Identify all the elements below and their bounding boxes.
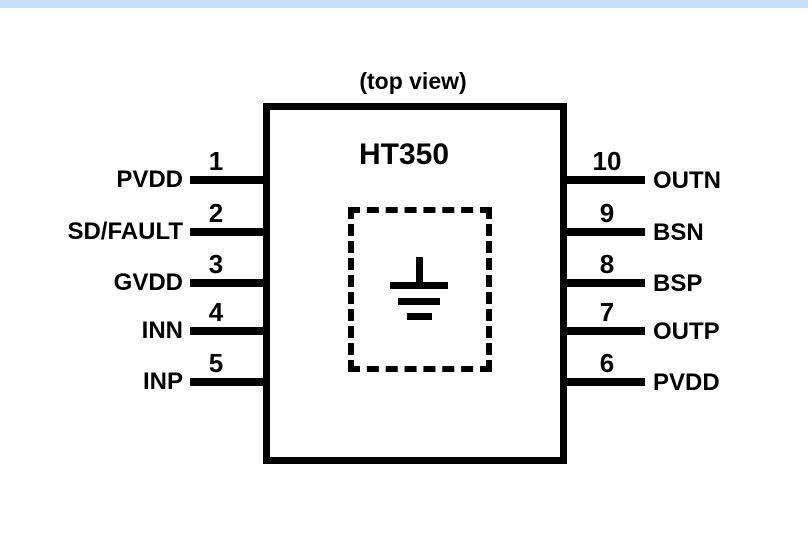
pin-8: 8 BSP — [561, 251, 702, 296]
pin-number: 10 — [592, 146, 622, 176]
pin-1: 1 PVDD — [116, 148, 266, 192]
ground-icon-stem — [416, 257, 423, 287]
pin-lead-line — [190, 378, 266, 386]
pin-number: 3 — [208, 249, 224, 279]
pin-label: GVDD — [113, 269, 183, 296]
pin-number: 5 — [208, 348, 224, 378]
pin-number: 2 — [208, 198, 224, 228]
pin-lead-line — [190, 176, 266, 184]
pin-label: PVDD — [116, 166, 183, 193]
pin-label: OUTN — [653, 167, 721, 194]
ground-icon — [390, 257, 448, 320]
pin-4: 4 INN — [142, 299, 266, 343]
pin-lead-line — [561, 279, 645, 287]
pin-5: 5 INP — [143, 350, 266, 394]
pin-number: 7 — [599, 297, 615, 327]
pin-number: 4 — [208, 297, 224, 327]
pin-lead-line — [190, 228, 266, 236]
pin-label: SD/FAULT — [67, 218, 183, 245]
pin-label: OUTP — [653, 318, 720, 345]
pin-label: PVDD — [653, 369, 720, 396]
pin-lead-line — [561, 228, 645, 236]
ground-icon-bar — [398, 298, 440, 305]
pin-lead-line — [561, 327, 645, 335]
pin-6: 6 PVDD — [561, 350, 720, 395]
pin-label: INP — [142, 368, 183, 395]
pin-number: 9 — [599, 198, 615, 228]
pin-number: 6 — [599, 348, 615, 378]
pin-label: INN — [141, 317, 183, 344]
pin-7: 7 OUTP — [561, 299, 720, 344]
pin-9: 9 BSN — [561, 200, 704, 245]
pin-lead-line — [190, 327, 266, 335]
pin-lead-line — [561, 176, 645, 184]
chip-name: HT350 — [358, 138, 450, 171]
chip-body — [263, 103, 567, 464]
ground-icon-bar — [390, 282, 448, 289]
pin-number: 1 — [208, 146, 224, 176]
pin-lead-line — [190, 279, 266, 287]
thermal-pad-dashed-box — [348, 207, 492, 372]
top-view-caption: (top view) — [359, 68, 467, 94]
pin-lead-line — [561, 378, 645, 386]
pin-number: 8 — [599, 249, 615, 279]
top-accent-bar — [0, 0, 808, 8]
pin-2: 2 SD/FAULT — [67, 200, 266, 244]
pin-label: BSN — [653, 219, 704, 246]
pin-10: 10 OUTN — [561, 148, 721, 193]
ground-icon-bar — [407, 313, 432, 320]
pin-3: 3 GVDD — [114, 251, 266, 295]
pin-label: BSP — [653, 270, 703, 297]
